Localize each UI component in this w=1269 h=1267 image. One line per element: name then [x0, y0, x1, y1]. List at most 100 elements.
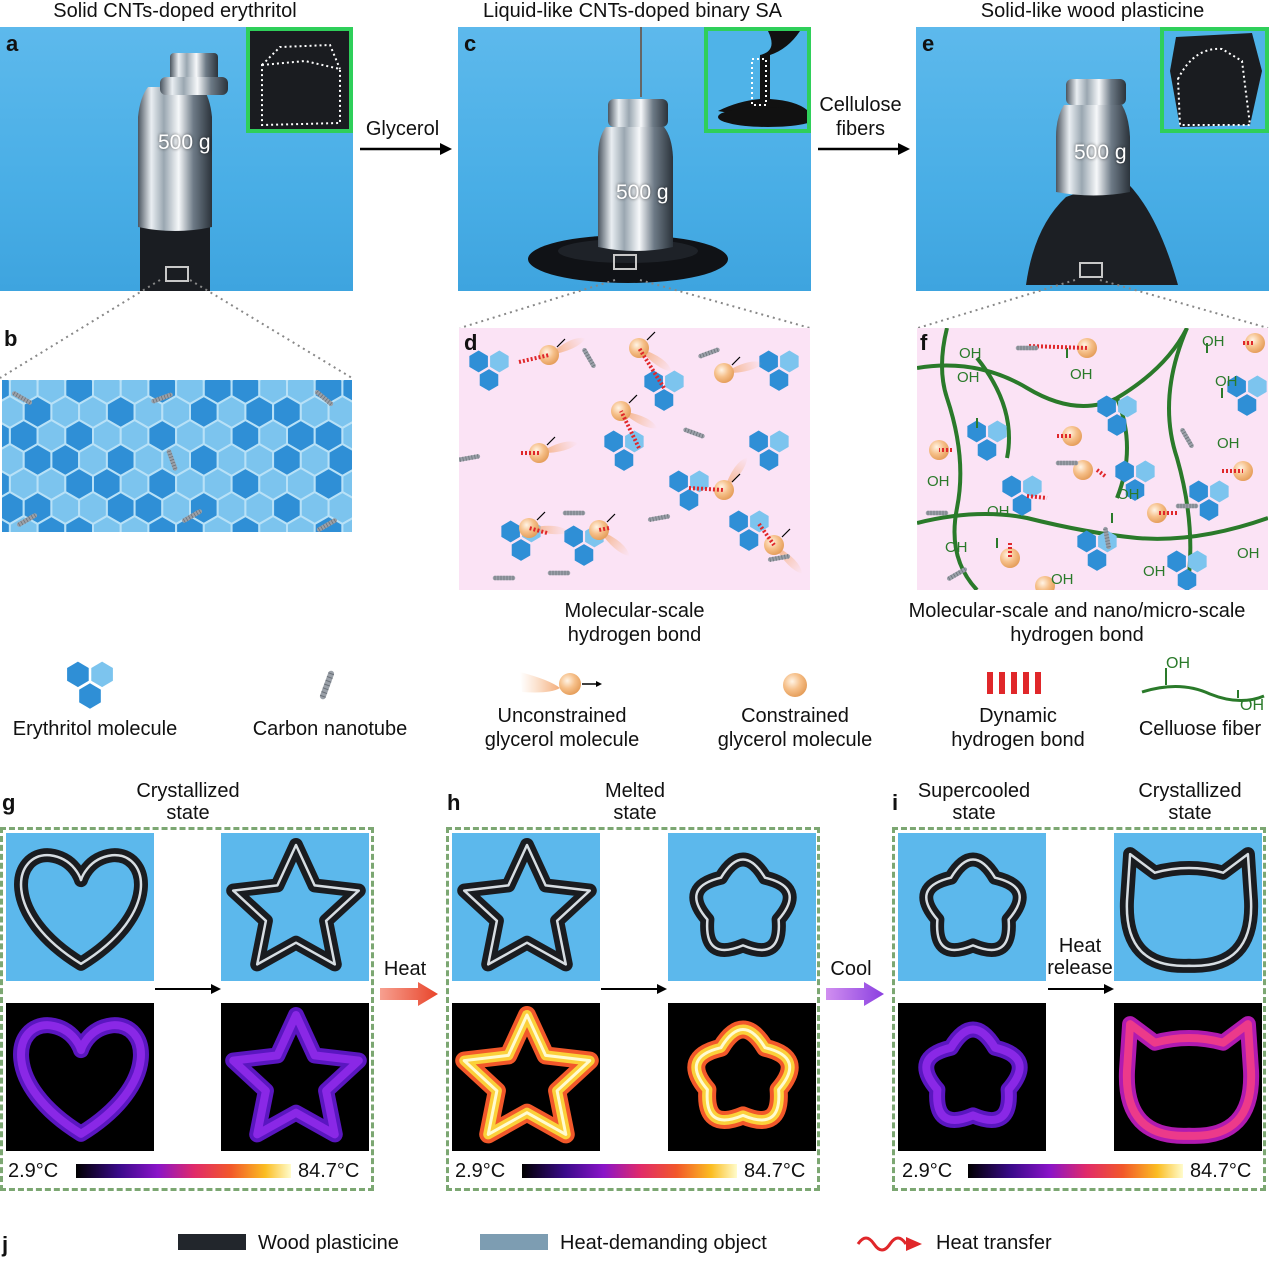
hexagon-cluster-icon	[749, 430, 789, 471]
arrow-icon	[826, 982, 884, 1006]
legend-cellulose: Celluose fiber	[1138, 718, 1262, 740]
weight-icon	[528, 27, 728, 283]
arrow-label-cellulose-1: Cellulose	[819, 94, 902, 116]
legend-erythritol: Erythritol molecule	[12, 718, 178, 740]
caption-f-1: Molecular-scale and nano/micro-scale	[908, 600, 1246, 622]
label-transfer: Heat transfer	[936, 1232, 1052, 1254]
fiber-icon	[1167, 328, 1193, 590]
glycerol-ball-icon	[764, 528, 803, 574]
fiber-icon	[917, 512, 1268, 541]
panel-h-frame	[446, 827, 820, 1191]
hexagon-cluster-icon	[759, 350, 799, 391]
weight-icon	[1026, 79, 1178, 285]
panel-i-frame	[892, 827, 1266, 1191]
shape-thermal	[1114, 1003, 1262, 1151]
cbar-min-h: 2.9°C	[455, 1160, 506, 1182]
hexagon-cell	[258, 514, 288, 532]
glycerol-ball-icon	[1035, 576, 1055, 590]
weight-icon	[138, 53, 228, 291]
nanotube-icon	[682, 426, 706, 440]
oh-label: OH	[927, 473, 950, 490]
hexagon-cell	[36, 514, 67, 532]
shape-thermal	[6, 1003, 154, 1151]
hbond-icon	[518, 353, 550, 364]
shape-photo	[6, 833, 154, 981]
shape-photo	[898, 833, 1046, 981]
hbond-icon	[757, 522, 776, 547]
oh-label: OH	[1215, 373, 1238, 390]
letter-a: a	[6, 31, 19, 56]
caption-d-1: Molecular-scale	[564, 600, 705, 622]
glycerol-ball-icon	[520, 672, 602, 695]
legend-constrained-1: Constrained	[741, 705, 849, 727]
cbar-max-h: 84.7°C	[744, 1160, 806, 1182]
glycerol-ball-icon	[1000, 548, 1020, 568]
hexagon-cluster-icon	[67, 661, 113, 709]
shape-thermal	[221, 1003, 369, 1151]
arrow-icon	[1048, 984, 1114, 994]
weight-label-c: 500 g	[616, 181, 669, 204]
hexagon-cluster-icon	[1189, 480, 1229, 521]
oh-label: OH	[1051, 571, 1074, 588]
oh-label: OH	[1143, 563, 1166, 580]
letter-f: f	[920, 330, 928, 355]
fiber-icon: OH OH	[1141, 655, 1265, 712]
title-c: Liquid-like CNTs-doped binary SA	[482, 0, 783, 22]
nanotube-icon	[1178, 426, 1196, 450]
inset-a	[246, 27, 353, 133]
oh-label: OH	[1117, 486, 1140, 503]
letter-g: g	[2, 790, 16, 815]
arrow-icon	[818, 143, 910, 155]
hexagon-cell	[2, 518, 11, 532]
hexagon-cluster-icon	[1077, 530, 1117, 571]
letter-h: h	[447, 790, 461, 815]
nanotube-icon	[580, 346, 598, 370]
swatch-wood	[178, 1234, 246, 1250]
inset-e	[1160, 27, 1269, 133]
heat-label: Heat	[383, 958, 427, 980]
legend-hbond-1: Dynamic	[979, 705, 1057, 727]
state-h-2: state	[613, 802, 657, 824]
cool-label: Cool	[830, 958, 872, 980]
shape-photo	[452, 833, 600, 981]
panel-d-diagram	[459, 328, 810, 590]
oh-label: OH	[1070, 366, 1093, 383]
heat-release-2: release	[1047, 957, 1113, 979]
nanotube-icon	[1175, 503, 1199, 509]
state-h-1: Melted	[604, 780, 666, 802]
legend-hbond-2: hydrogen bond	[951, 729, 1085, 751]
shape-thermal	[452, 1003, 600, 1151]
hexagon-cell	[202, 514, 233, 532]
state-i2-1: Crystallized	[1138, 780, 1242, 802]
oh-label: OH	[957, 369, 980, 386]
shape-photo	[1114, 833, 1262, 981]
hexagon-cluster-icon	[729, 510, 769, 551]
hbond-icon	[528, 526, 548, 535]
nanotube-icon	[925, 510, 949, 516]
title-e: Solid-like wood plasticine	[980, 0, 1205, 22]
arrow-icon	[380, 982, 438, 1006]
hbond-icon	[619, 410, 641, 449]
arrow-icon	[155, 984, 221, 994]
panel-a-photo: 500 g a	[0, 27, 353, 291]
colorbar-h	[522, 1164, 737, 1178]
title-a: Solid CNTs-doped erythritol	[53, 0, 297, 22]
state-i-2: state	[952, 802, 996, 824]
legend-constrained-2: glycerol molecule	[717, 729, 873, 751]
hbond-icon	[1028, 344, 1088, 350]
glycerol-ball-icon	[539, 337, 586, 365]
weight-label-a: 500 g	[158, 131, 211, 154]
arrow-label-glycerol: Glycerol	[365, 118, 440, 140]
hbond-icon	[1026, 494, 1048, 500]
cbar-min-i: 2.9°C	[902, 1160, 953, 1182]
hexagon-cell	[341, 517, 352, 532]
shape-thermal	[898, 1003, 1046, 1151]
fiber-icon	[940, 328, 979, 590]
nanotube-icon	[697, 346, 721, 360]
fiber-icon	[917, 328, 1189, 408]
oh-label: OH	[1202, 333, 1225, 350]
hexagon-cell	[119, 514, 150, 532]
nanotube-icon	[1055, 460, 1079, 466]
arrow-icon	[601, 984, 667, 994]
nanotube-icon	[647, 513, 671, 523]
